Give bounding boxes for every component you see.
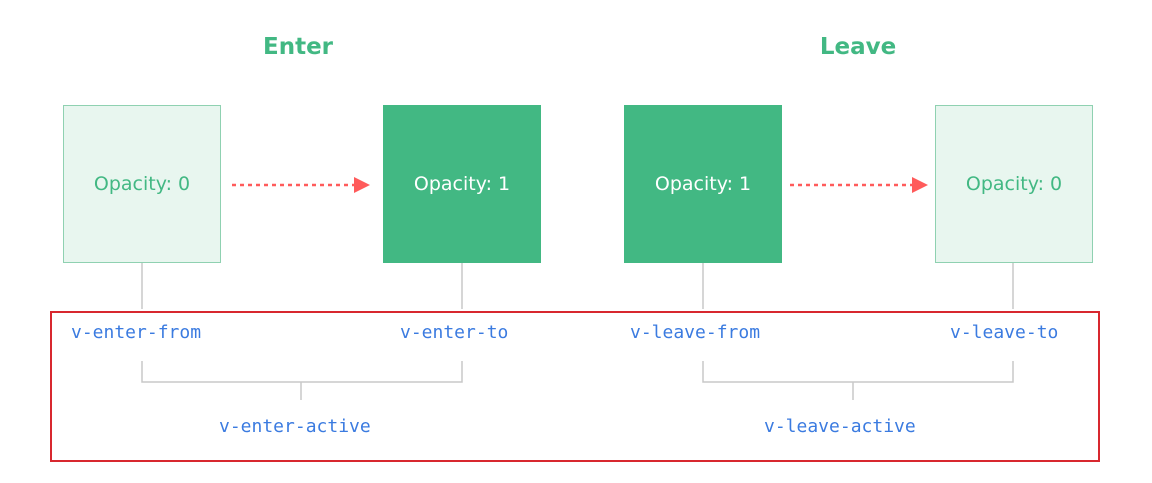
leave-from-class: v-leave-from (630, 322, 761, 343)
enter-arrow-head (354, 177, 370, 193)
leave-to-box-label: Opacity: 0 (965, 173, 1063, 195)
leave-to-box: Opacity: 0 (935, 105, 1093, 263)
leave-to-class: v-leave-to (950, 322, 1059, 343)
enter-to-class: v-enter-to (400, 322, 509, 343)
enter-active-bracket (141, 361, 463, 383)
enter-to-box: Opacity: 1 (383, 105, 541, 263)
leave-from-box: Opacity: 1 (624, 105, 782, 263)
enter-from-box: Opacity: 0 (63, 105, 221, 263)
enter-active-class: v-enter-active (219, 416, 371, 437)
leave-title: Leave (819, 34, 897, 60)
enter-from-class: v-enter-from (71, 322, 202, 343)
enter-title: Enter (262, 34, 334, 60)
enter-from-box-label: Opacity: 0 (93, 173, 191, 195)
leave-arrow-head (912, 177, 928, 193)
leave-active-class: v-leave-active (764, 416, 916, 437)
enter-to-box-label: Opacity: 1 (413, 173, 511, 195)
leave-active-bracket (702, 361, 1014, 383)
class-highlight-frame (50, 311, 1100, 462)
leave-from-box-label: Opacity: 1 (654, 173, 752, 195)
